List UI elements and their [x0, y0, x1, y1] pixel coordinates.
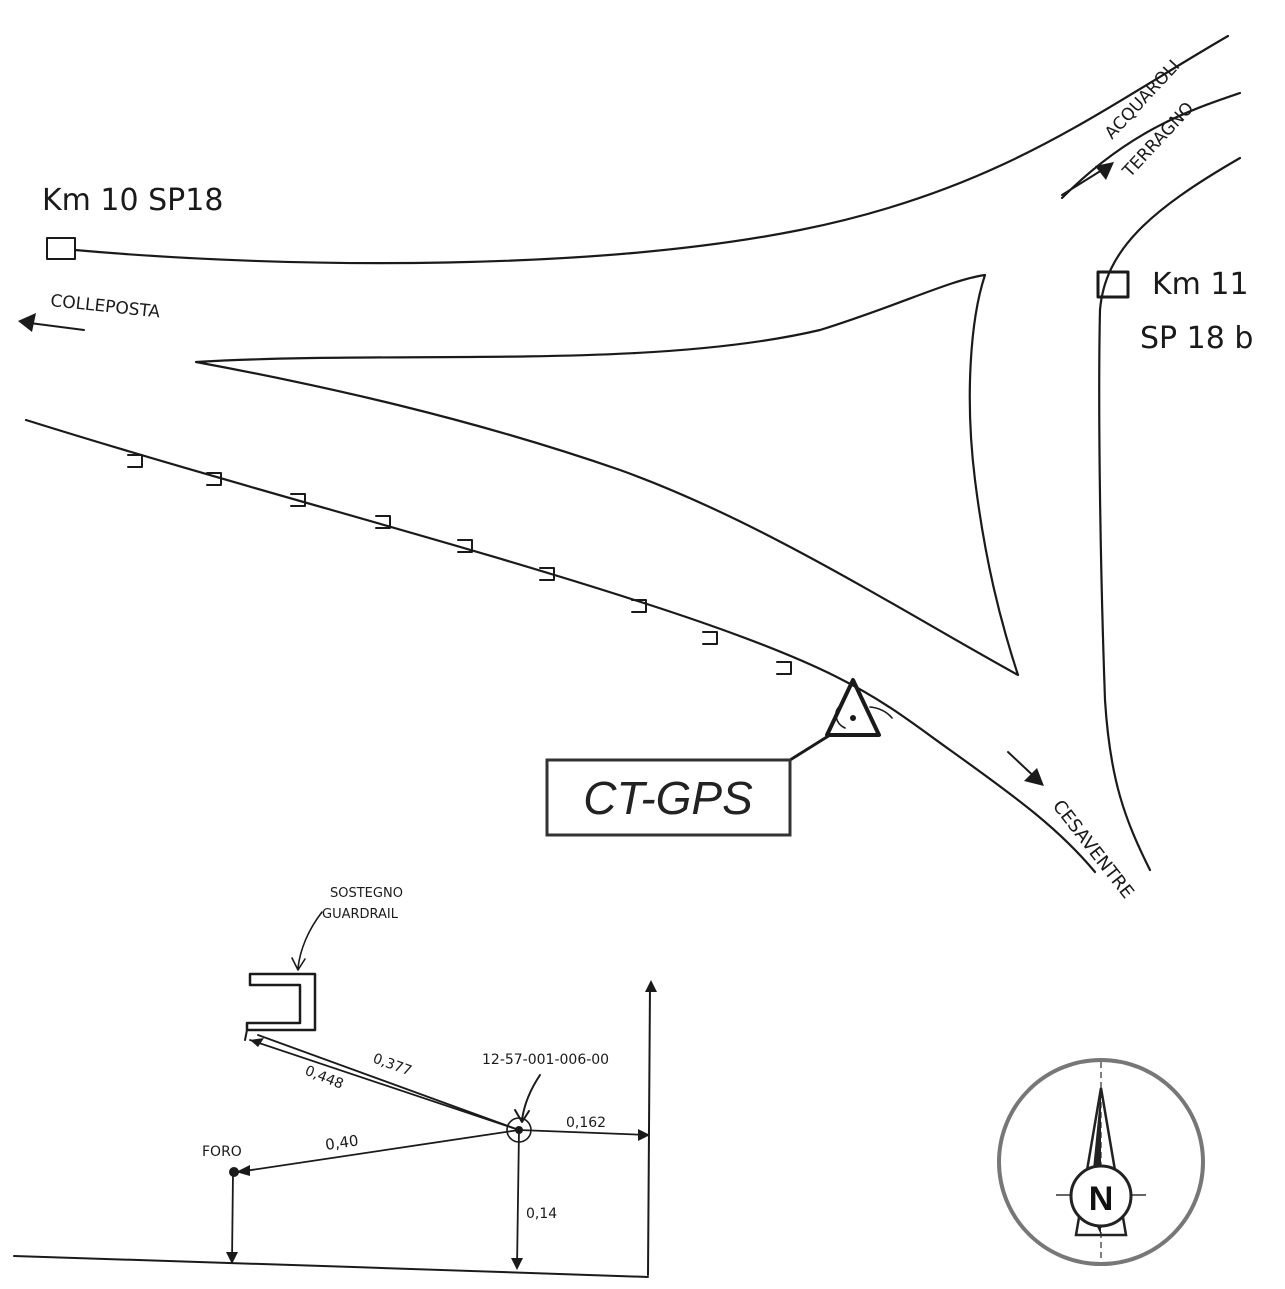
arrowhead-icon — [18, 313, 36, 332]
km10-label: Km 10 SP18 — [42, 183, 223, 218]
benchmark-dot-icon — [850, 715, 856, 721]
guardrail-supports — [127, 454, 792, 675]
guardrail-post — [206, 472, 222, 486]
traffic-island — [194, 273, 1020, 677]
point-id-label: 12-57-001-006-00 — [482, 1052, 609, 1068]
direction-acquaroli: ACQUAROLI TERRAGNO — [1061, 56, 1198, 196]
arrowhead-icon — [226, 1252, 238, 1264]
gps-label-box — [545, 758, 792, 837]
arrowhead-icon — [291, 957, 306, 971]
sp18b-label: SP 18 b — [1140, 321, 1253, 356]
direction-cesaventre: CESAVENTRE — [1007, 751, 1138, 903]
measure-line-0377 — [257, 1034, 520, 1131]
arrowhead-icon — [638, 1129, 650, 1141]
road-edge-lower — [24, 418, 1097, 874]
road-edge-upper — [73, 34, 1230, 265]
guardrail-label-2: GUARDRAIL — [322, 907, 399, 922]
arrowhead-icon — [236, 1165, 250, 1176]
road-network — [24, 34, 1242, 874]
arrowhead-icon — [645, 980, 657, 992]
support-tick — [244, 1029, 248, 1041]
distance-0448-label: 0,448 — [303, 1063, 346, 1093]
arrowhead-icon — [250, 1038, 264, 1047]
gps-label: CT-GPS — [583, 772, 753, 824]
guardrail-post — [127, 454, 143, 468]
direction-colleposta: COLLEPOSTA — [18, 291, 161, 332]
distance-0162-label: 0,162 — [566, 1115, 606, 1131]
hole-label: FORO — [202, 1144, 242, 1160]
guardrail-post — [375, 515, 391, 529]
arrowhead-icon — [511, 1258, 523, 1270]
distance-0377-label: 0,377 — [371, 1051, 414, 1080]
callout-leader — [788, 733, 832, 762]
km11-label: Km 11 — [1152, 267, 1249, 302]
guardrail-post — [290, 493, 306, 507]
measure-line-0448 — [249, 1039, 520, 1131]
arrowhead-icon — [1024, 768, 1044, 786]
triangle-benchmark-icon — [825, 678, 881, 737]
hole-drop-line — [231, 1171, 234, 1263]
handmark-icon — [869, 706, 893, 719]
guardrail-label: SOSTEGNO — [330, 886, 403, 901]
handmark-icon — [835, 704, 846, 729]
right-reference-line — [647, 984, 651, 1276]
survey-point-icon — [515, 1126, 523, 1134]
detail-sketch: SOSTEGNO GUARDRAIL 12-57-001-006 — [13, 886, 657, 1278]
compass-hub — [1069, 1164, 1133, 1228]
arrowhead-icon — [1095, 162, 1114, 180]
km10-marker-icon — [46, 237, 76, 260]
guardrail-post — [457, 539, 473, 553]
distance-040-label: 0,40 — [324, 1131, 360, 1153]
guardrail-post — [702, 631, 718, 645]
measure-line-0162 — [518, 1129, 649, 1136]
hole-point-icon — [229, 1167, 239, 1177]
guardrail-post — [776, 661, 792, 675]
guardrail-post — [631, 599, 647, 613]
point-id-leader — [521, 1074, 541, 1121]
km11-marker-icon — [1096, 270, 1130, 299]
baseline — [13, 1255, 649, 1278]
gps-point: CT-GPS — [545, 678, 893, 837]
guardrail-support-icon — [245, 972, 317, 1032]
measure-line-040 — [237, 1129, 520, 1173]
road-edge-right — [1098, 156, 1242, 872]
north-compass: N — [997, 1058, 1205, 1266]
road-edge-right-upper — [1060, 91, 1242, 200]
north-label: N — [1089, 1180, 1114, 1218]
colleposta-label: COLLEPOSTA — [49, 291, 161, 322]
compass-ring — [997, 1058, 1205, 1266]
leader-arrow — [297, 911, 323, 969]
distance-014-label: 0,14 — [526, 1206, 557, 1222]
arrowhead-icon — [514, 1109, 530, 1123]
guardrail-post — [539, 567, 555, 581]
measure-line-014 — [516, 1129, 520, 1269]
